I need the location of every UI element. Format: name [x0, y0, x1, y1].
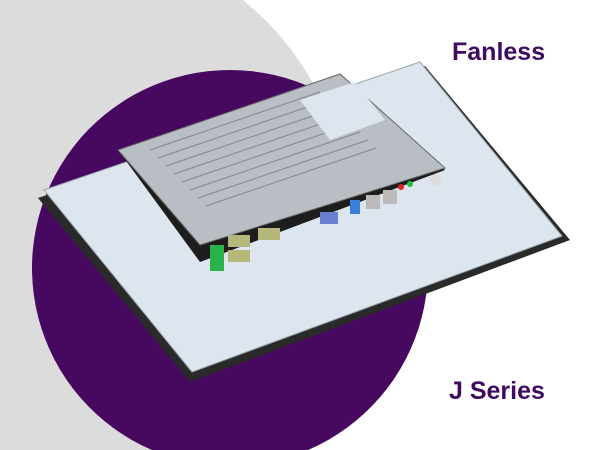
- lan-port: [383, 190, 397, 204]
- headline: Fanless: [452, 38, 546, 66]
- series-label: J Series: [449, 377, 545, 405]
- led-indicator: [407, 181, 413, 187]
- usb-port: [350, 200, 360, 214]
- serial-port: [258, 228, 280, 240]
- heatsink-plate: [300, 82, 385, 140]
- power-button: [430, 174, 442, 186]
- led-indicator: [398, 184, 404, 190]
- heatsink-fins: [149, 91, 377, 207]
- vga-port: [320, 212, 338, 224]
- serial-port: [228, 250, 250, 262]
- lan-port: [366, 195, 380, 209]
- green-terminal-block: [210, 245, 224, 271]
- serial-port: [228, 235, 250, 247]
